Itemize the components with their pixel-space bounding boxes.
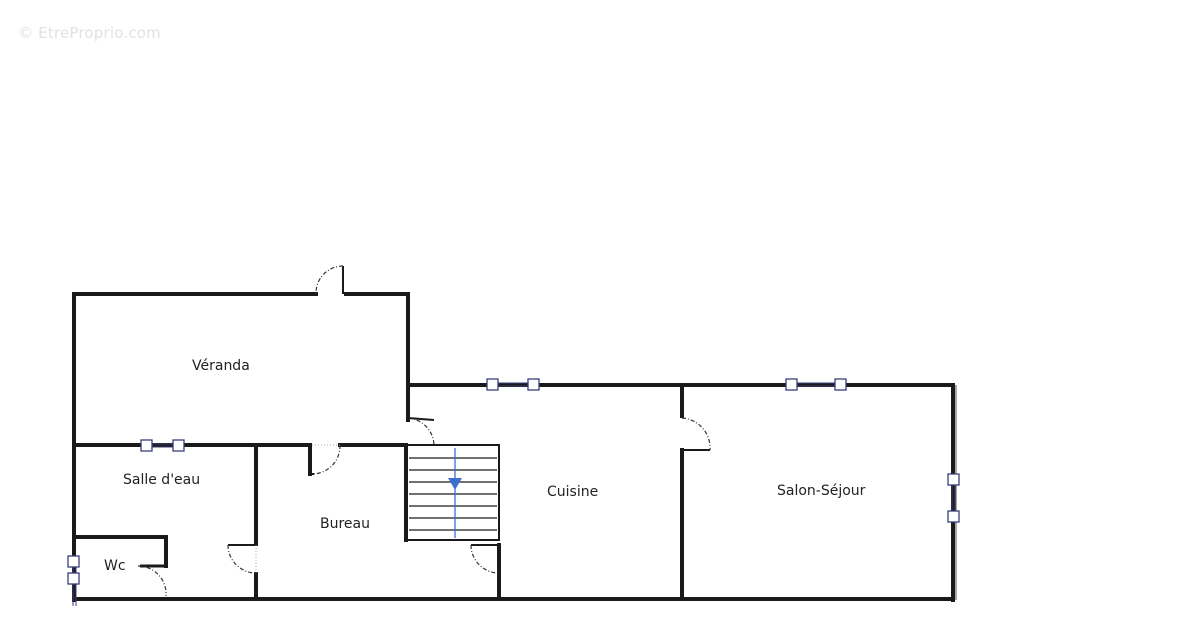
staircase bbox=[406, 444, 500, 541]
windows bbox=[67, 378, 960, 606]
room-label-wc: Wc bbox=[104, 558, 126, 574]
watermark: © EtreProprio.com bbox=[18, 24, 161, 42]
room-label-salon: Salon-Séjour bbox=[777, 483, 866, 499]
room-label-veranda: Véranda bbox=[192, 358, 250, 374]
walls bbox=[72, 292, 957, 602]
room-label-bureau: Bureau bbox=[320, 516, 370, 532]
doors bbox=[137, 265, 711, 597]
room-label-cuisine: Cuisine bbox=[547, 484, 598, 500]
stair-arrow-icon bbox=[448, 478, 462, 490]
room-label-salle-eau: Salle d'eau bbox=[123, 472, 200, 488]
